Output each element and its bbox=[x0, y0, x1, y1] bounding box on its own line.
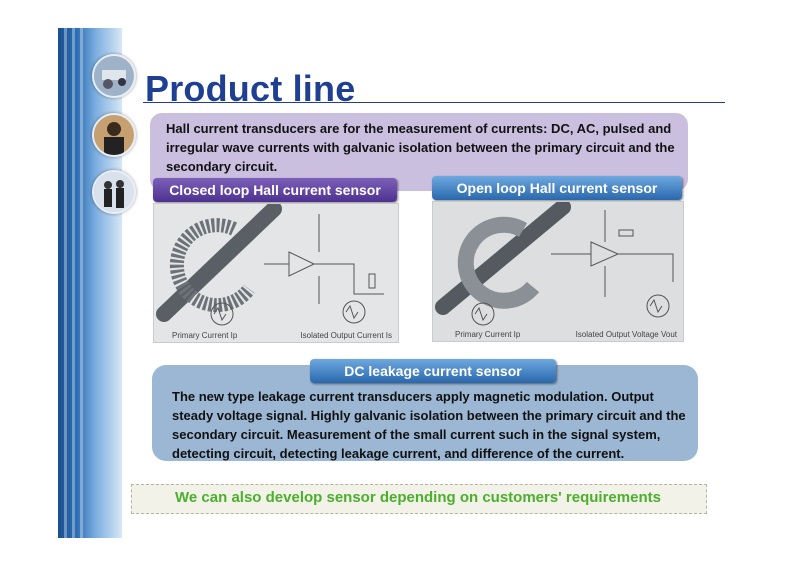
decorative-side-bar bbox=[58, 28, 122, 538]
closed-loop-caption-right: Isolated Output Current Is bbox=[300, 331, 392, 340]
open-loop-caption-right: Isolated Output Voltage Vout bbox=[575, 330, 677, 339]
dc-leakage-label: DC leakage current sensor bbox=[310, 359, 556, 383]
intro-text: Hall current transducers are for the mea… bbox=[166, 121, 675, 174]
business-team-photo bbox=[92, 170, 136, 214]
open-loop-label: Open loop Hall current sensor bbox=[432, 176, 682, 200]
closed-loop-sensor-image: Primary Current Ip Isolated Output Curre… bbox=[153, 203, 399, 343]
businessperson-photo bbox=[92, 113, 136, 157]
footer-box bbox=[131, 484, 707, 514]
machinery-photo bbox=[92, 54, 136, 98]
open-loop-sensor-image: Primary Current Ip Isolated Output Volta… bbox=[432, 201, 684, 342]
closed-loop-label: Closed loop Hall current sensor bbox=[153, 178, 397, 202]
closed-loop-caption-left: Primary Current Ip bbox=[172, 331, 238, 340]
footer-text: We can also develop sensor depending on … bbox=[175, 489, 661, 506]
title-underline bbox=[143, 102, 725, 103]
dc-leakage-text: The new type leakage current transducers… bbox=[172, 389, 686, 461]
open-loop-caption-left: Primary Current Ip bbox=[455, 330, 521, 339]
page-title: Product line bbox=[145, 68, 356, 109]
